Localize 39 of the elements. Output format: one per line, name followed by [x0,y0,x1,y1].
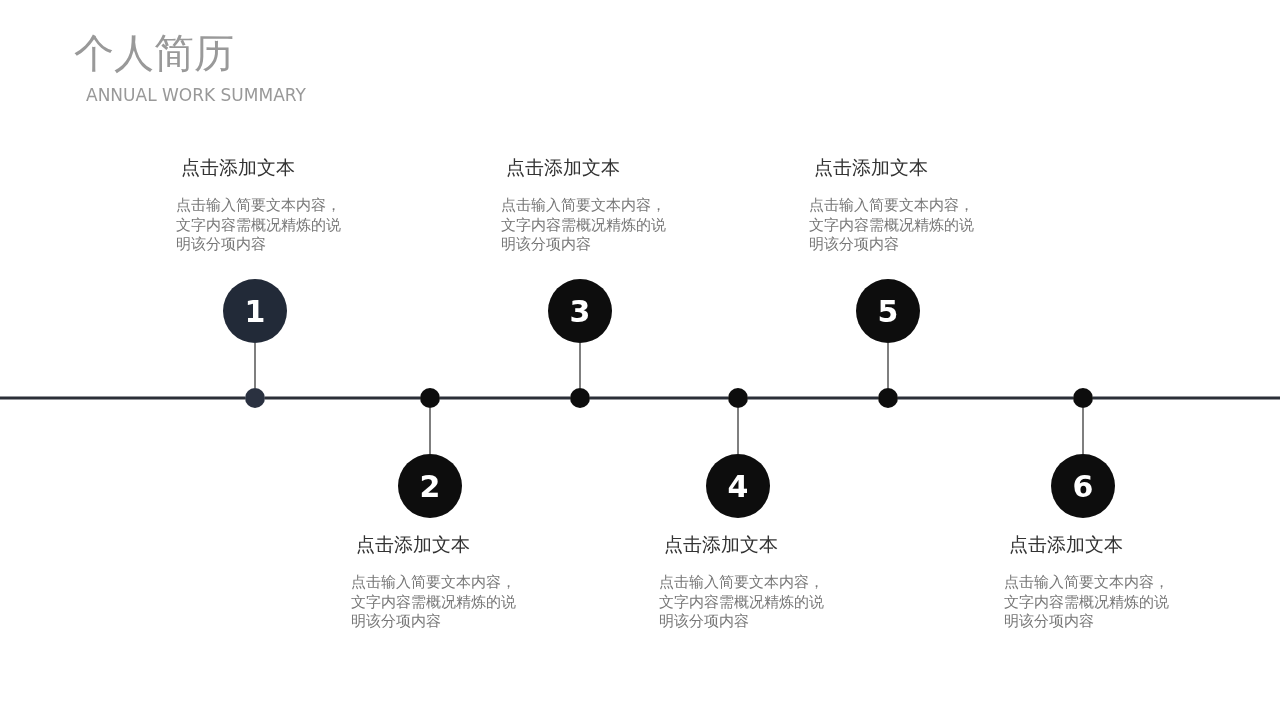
timeline-line [748,396,878,400]
connector-line [887,342,889,389]
number-circle: 5 [856,279,920,343]
heading-text: 点击添加文本 [664,532,778,557]
description-text: 点击输入简要文本内容，文字内容需概况精炼的说明该分项内容 [1004,573,1170,631]
title-text: 个人简历 [74,29,234,78]
connector-line [1082,407,1084,455]
timeline-line [898,396,1073,400]
timeline-dot [420,388,440,408]
connector-line [254,342,256,389]
number-circle: 3 [548,279,612,343]
timeline-line [1093,396,1280,400]
heading-text: 点击添加文本 [1009,532,1123,557]
heading-text: 点击添加文本 [814,155,928,180]
timeline-dot [570,388,590,408]
timeline-dot [245,388,265,408]
connector-line [737,407,739,455]
timeline-line [0,396,245,400]
connector-line [579,342,581,389]
number-circle: 6 [1051,454,1115,518]
timeline-dot [728,388,748,408]
timeline-dot [1073,388,1093,408]
heading-text: 点击添加文本 [356,532,470,557]
heading-text: 点击添加文本 [181,155,295,180]
subtitle-text: ANNUAL WORK SUMMARY [86,85,306,105]
number-circle: 1 [223,279,287,343]
timeline-line [590,396,728,400]
connector-line [429,407,431,455]
description-text: 点击输入简要文本内容，文字内容需概况精炼的说明该分项内容 [501,196,667,254]
timeline-line [440,396,570,400]
heading-text: 点击添加文本 [506,155,620,180]
number-circle: 4 [706,454,770,518]
number-circle: 2 [398,454,462,518]
timeline-line [265,396,420,400]
description-text: 点击输入简要文本内容，文字内容需概况精炼的说明该分项内容 [176,196,342,254]
description-text: 点击输入简要文本内容，文字内容需概况精炼的说明该分项内容 [351,573,517,631]
description-text: 点击输入简要文本内容，文字内容需概况精炼的说明该分项内容 [809,196,975,254]
description-text: 点击输入简要文本内容，文字内容需概况精炼的说明该分项内容 [659,573,825,631]
timeline-dot [878,388,898,408]
